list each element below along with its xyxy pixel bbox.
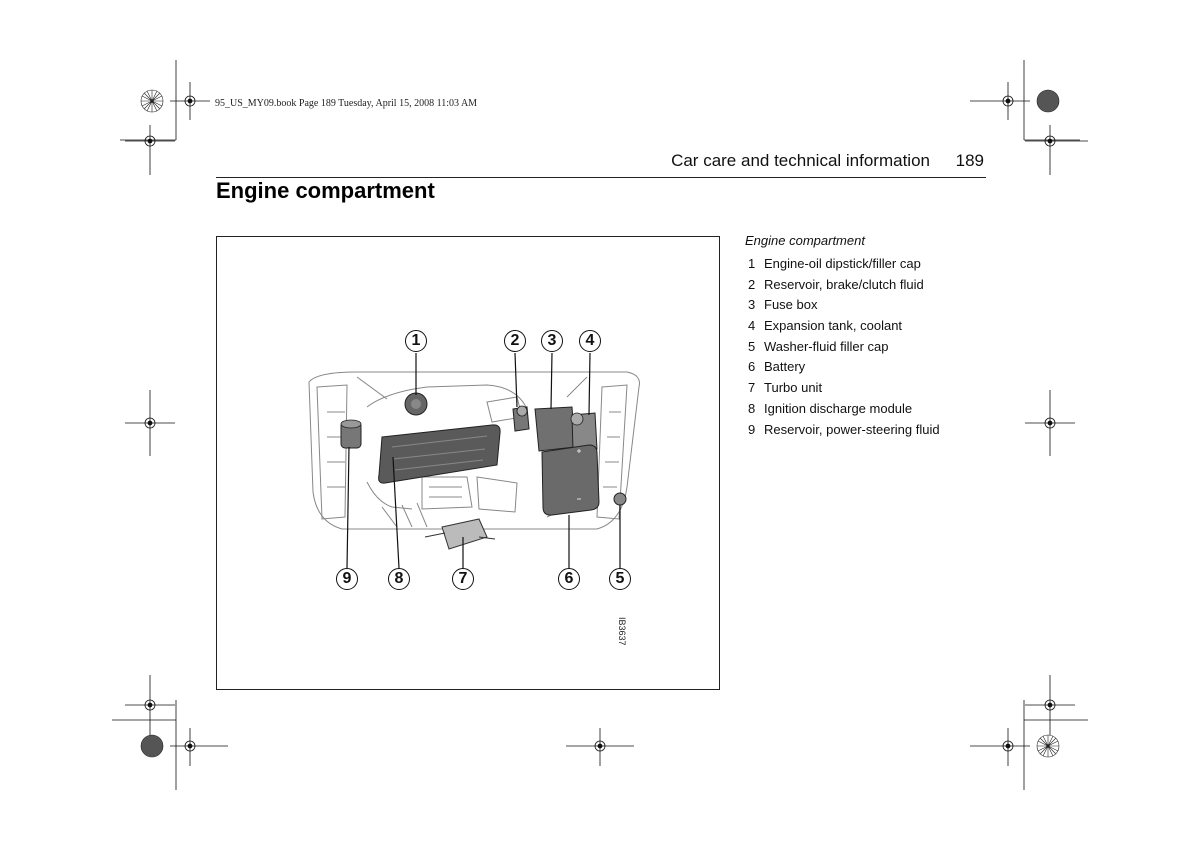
- legend-item-label: Expansion tank, coolant: [764, 318, 903, 334]
- figure-legend: Engine compartment 1 Engine-oil dipstick/…: [745, 233, 1005, 440]
- legend-item-number: 3: [748, 297, 756, 313]
- legend-item: 2 Reservoir, brake/clutch fluid: [745, 275, 1005, 296]
- engine-compartment-figure: 1 2 3 4 5 6 7 8 9 IB3637: [216, 236, 720, 690]
- callout-3: 3: [541, 330, 563, 352]
- legend-item-number: 2: [748, 276, 756, 292]
- legend-item-number: 7: [748, 380, 756, 396]
- callout-2: 2: [504, 330, 526, 352]
- page-title: Engine compartment: [216, 178, 435, 203]
- callout-5: 5: [609, 568, 631, 590]
- legend-item: 1 Engine-oil dipstick/filler cap: [745, 254, 1005, 275]
- callout-9: 9: [336, 568, 358, 590]
- page-number: 189: [955, 151, 984, 170]
- running-header: Car care and technical information 189: [216, 150, 986, 178]
- legend-item: 4 Expansion tank, coolant: [745, 316, 1005, 337]
- legend-item-label: Turbo unit: [764, 380, 823, 396]
- legend-item-label: Washer-fluid filler cap: [764, 338, 889, 354]
- legend-caption: Engine compartment: [745, 233, 865, 248]
- legend-item-number: 8: [748, 400, 756, 416]
- legend-item-label: Battery: [764, 359, 806, 375]
- legend-item-number: 1: [748, 256, 756, 271]
- callout-1: 1: [405, 330, 427, 352]
- legend-item-number: 4: [748, 318, 756, 334]
- legend-item: 5 Washer-fluid filler cap: [745, 337, 1005, 358]
- legend-item-label: Engine-oil dipstick/filler cap: [764, 256, 921, 271]
- legend-item-number: 9: [748, 421, 756, 437]
- legend-item-label: Reservoir, brake/clutch fluid: [764, 276, 924, 292]
- figure-id: IB3637: [617, 617, 627, 646]
- callout-7: 7: [452, 568, 474, 590]
- engine-compartment-illustration: [308, 352, 640, 569]
- print-meta-line: 95_US_MY09.book Page 189 Tuesday, April …: [215, 98, 478, 109]
- legend-item-label: Reservoir, power-steering fluid: [764, 421, 940, 437]
- legend-item-label: Fuse box: [764, 297, 818, 313]
- callout-4: 4: [579, 330, 601, 352]
- legend-item: 8 Ignition discharge module: [745, 399, 1005, 420]
- legend-item: 7 Turbo unit: [745, 378, 1005, 399]
- legend-item-label: Ignition discharge module: [764, 400, 913, 416]
- legend-item: 9 Reservoir, power-steering fluid: [745, 420, 1005, 441]
- legend-item: 3 Fuse box: [745, 295, 1005, 316]
- legend-item: 6 Battery: [745, 357, 1005, 378]
- callout-6: 6: [558, 568, 580, 590]
- callout-8: 8: [388, 568, 410, 590]
- section-title: Car care and technical information: [671, 151, 930, 170]
- legend-item-number: 6: [748, 359, 756, 375]
- legend-item-number: 5: [748, 338, 756, 354]
